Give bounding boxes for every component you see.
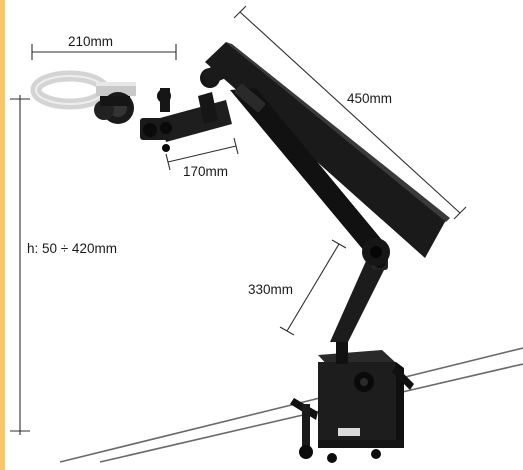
ring-holder [30, 70, 136, 124]
upper-arm-length-label: 450mm [347, 91, 393, 106]
ring-width-label: 210mm [68, 34, 114, 49]
dim-line-330 [286, 243, 340, 332]
table-rails [59, 347, 523, 463]
dim-line-170 [167, 145, 237, 163]
lower-arm-length-label: 330mm [248, 282, 294, 297]
upper-arm [205, 42, 450, 266]
dim-line-450 [239, 11, 461, 214]
clamp-base [290, 342, 414, 463]
dimension-lines [10, 5, 467, 435]
height-range-label: h: 50 ÷ 420mm [27, 241, 117, 256]
focus-arm [140, 60, 232, 152]
focus-arm-length-label: 170mm [183, 164, 229, 179]
left-accent-bar [0, 0, 5, 470]
